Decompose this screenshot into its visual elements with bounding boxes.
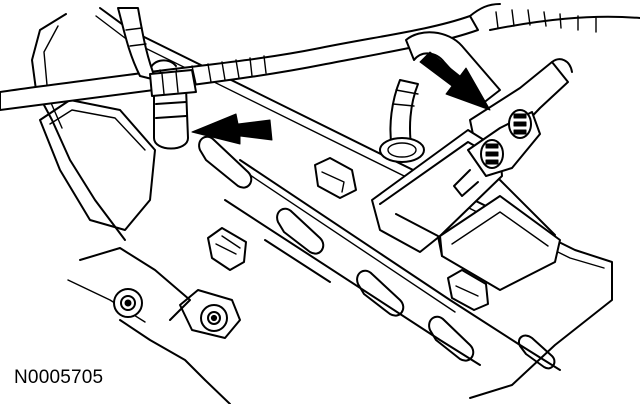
bolt-center	[179, 289, 241, 339]
harness-connector	[149, 69, 197, 150]
figure-reference-code: N0005705	[14, 367, 104, 388]
frame-slots	[198, 135, 556, 370]
frame-panel	[31, 7, 613, 404]
electrical-connector	[453, 109, 541, 197]
trim-edge	[469, 3, 640, 33]
retaining-clip-tabs	[207, 157, 489, 311]
arrow-left-icon	[191, 113, 273, 145]
arrow-down-right-icon	[419, 51, 491, 111]
bolt-left	[113, 288, 143, 318]
